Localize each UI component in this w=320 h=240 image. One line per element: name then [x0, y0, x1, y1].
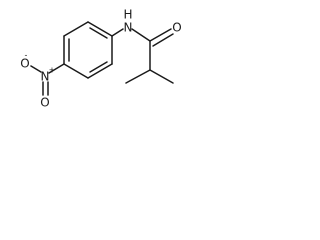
nh-to-carbonyl-bond — [131, 28, 151, 42]
ring-double-bond-3 — [89, 61, 108, 73]
nitro-oxygen-charge: - — [25, 51, 28, 60]
methyl-bond-right — [149, 69, 174, 84]
nitro-nitrogen-label: N — [41, 70, 50, 84]
molecule-drawing: N H O N + O - O — [20, 8, 181, 110]
chemical-structure: N H O N + O - O — [0, 0, 208, 123]
carbonyl-oxygen-label: O — [172, 21, 181, 35]
amide-hydrogen-label: H — [123, 8, 132, 22]
ring-to-nitro-bond — [48, 63, 65, 74]
nitro-nitrogen-charge: + — [49, 66, 56, 75]
methyl-bond-left — [125, 69, 151, 84]
ring-double-bond-2 — [89, 27, 108, 39]
carbonyl-bond-1 — [149, 28, 172, 42]
nitro-bond-top — [30, 65, 42, 73]
nitro-oxygen-bottom-label: O — [40, 96, 49, 110]
ring-bond-2 — [63, 21, 89, 37]
carbonyl-bond-2 — [152, 33, 174, 47]
nitro-oxygen-top-label: O — [20, 57, 29, 71]
amide-nitrogen-label: N — [124, 21, 133, 35]
ring-bond-3 — [87, 21, 113, 37]
ring-to-nh-bond — [111, 28, 124, 37]
ring-bond-5 — [87, 63, 113, 79]
ring-bond-6 — [63, 63, 89, 79]
